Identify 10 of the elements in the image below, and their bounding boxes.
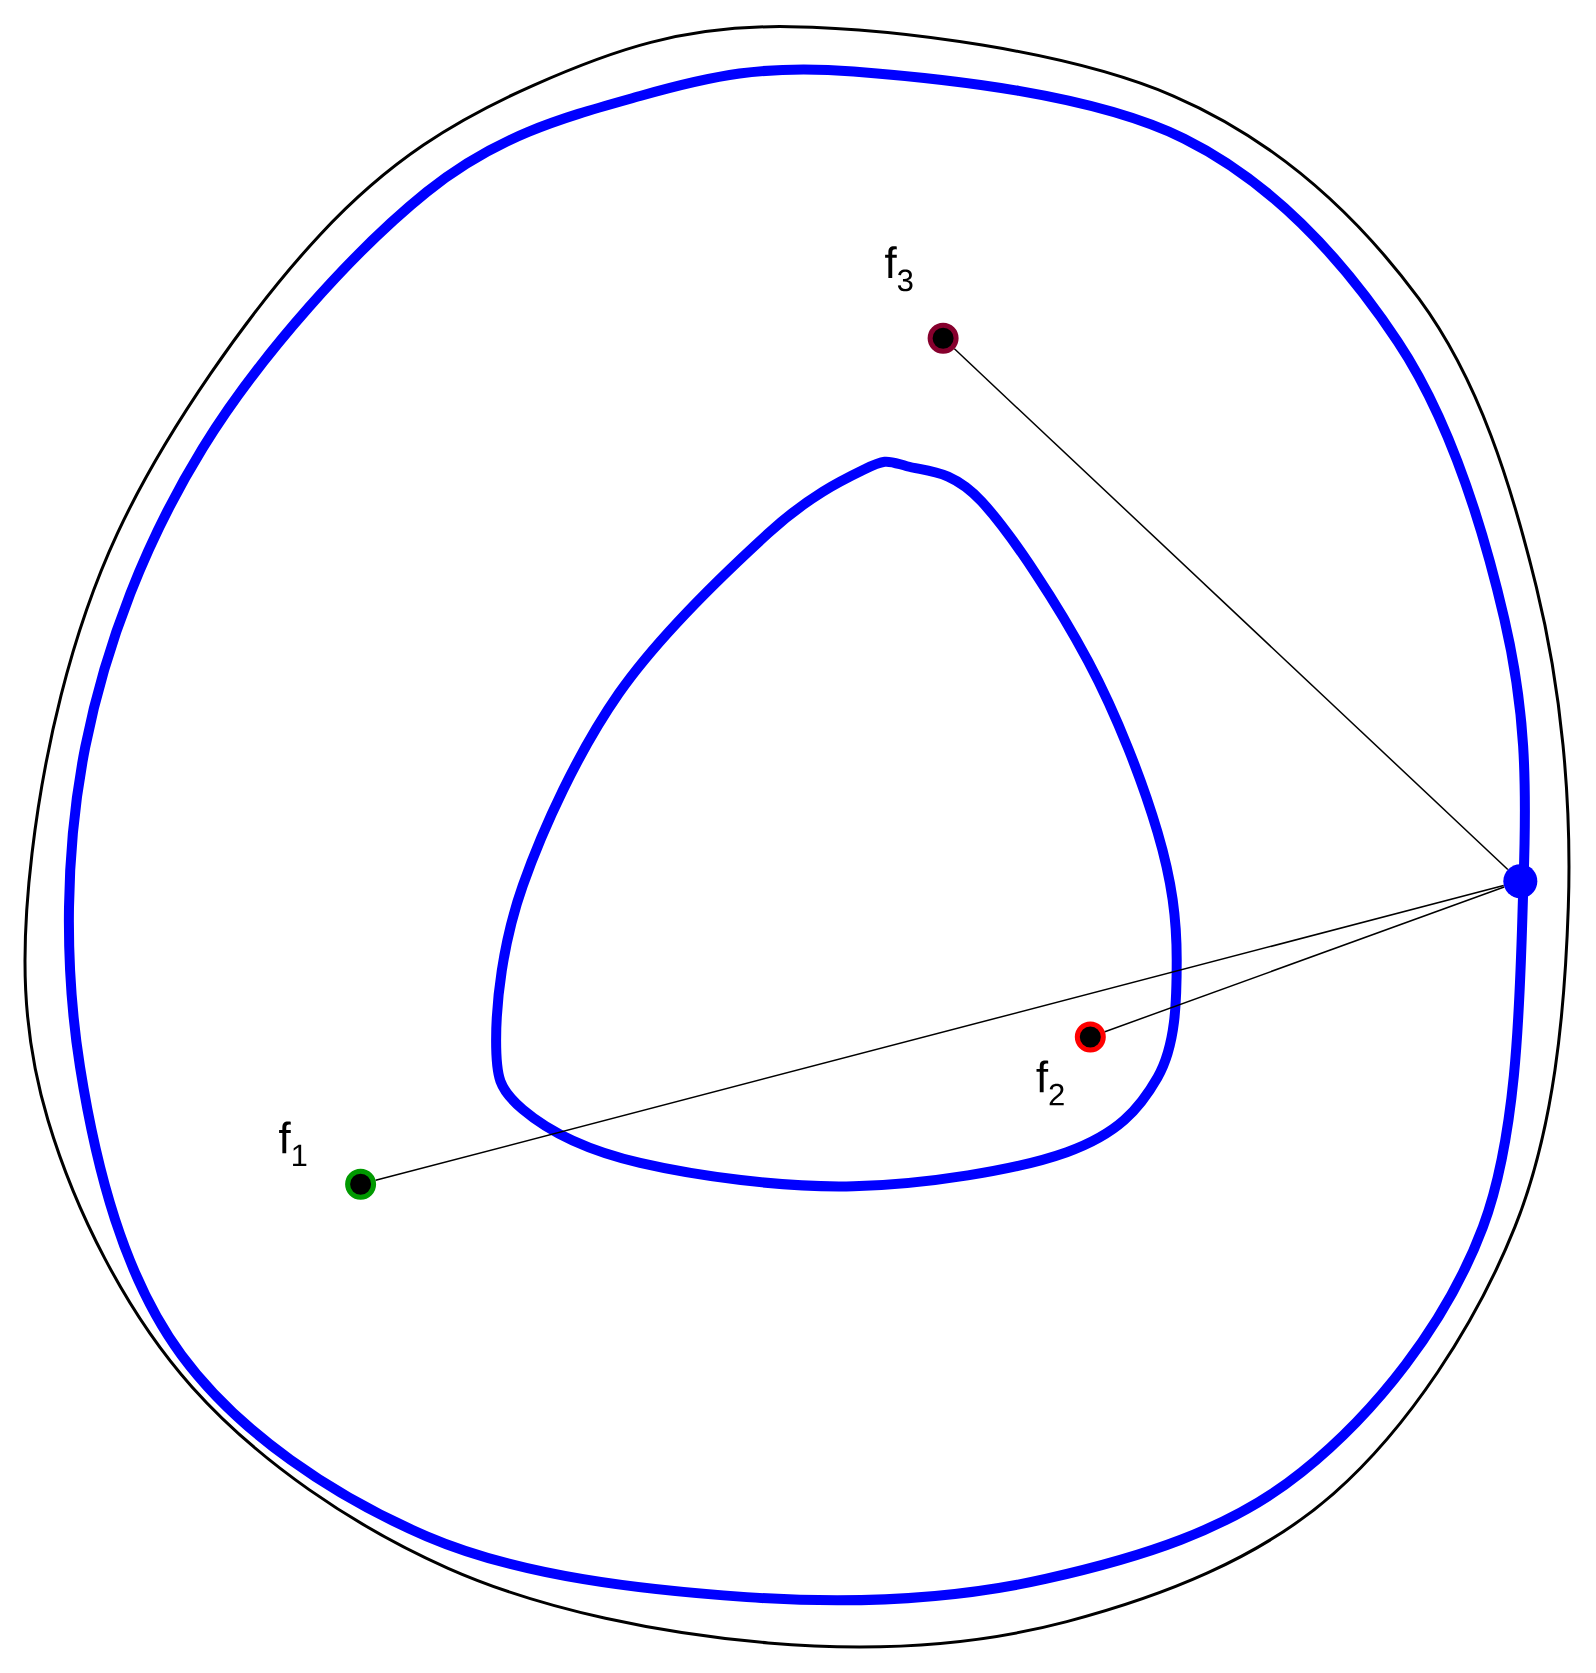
focus-label: f$_{1}$ <box>279 1121 307 1166</box>
focus-point <box>1074 1021 1106 1053</box>
connector-line <box>374 884 1505 1182</box>
connector-line <box>953 348 1509 871</box>
point-marker <box>1503 864 1538 899</box>
connector-line <box>1104 886 1505 1033</box>
focus-label: f$_{3}$ <box>885 246 913 292</box>
focus-point <box>345 1168 377 1200</box>
focus-point <box>927 322 959 354</box>
focus-label: f$_{2}$ <box>1036 1060 1064 1106</box>
